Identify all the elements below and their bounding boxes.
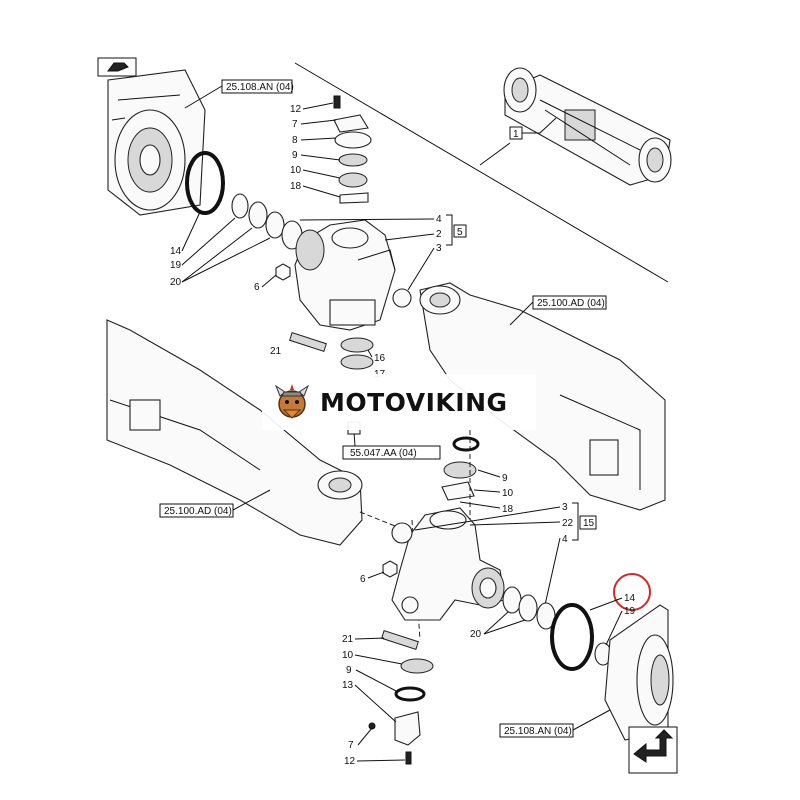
seal-ring-14-bottom — [550, 603, 594, 671]
callout-18-top: 18 — [290, 181, 302, 192]
ref-label-55047[interactable]: 55.047.AA (04) — [350, 448, 417, 459]
callout-12-bottom: 12 — [344, 756, 356, 767]
callout-6-bottom: 6 — [360, 574, 366, 585]
spacer-19-top — [231, 193, 249, 219]
bearing-16-top — [340, 337, 374, 353]
nut-6-top — [275, 263, 291, 281]
pin-21-bottom — [381, 630, 419, 650]
wheel-hub-bottom — [604, 604, 674, 741]
bearing-20b-top — [265, 211, 285, 239]
next-page-arrow-icon[interactable] — [628, 726, 678, 774]
watermark-text: MOTOVIKING — [320, 387, 508, 417]
callout-12-top: 12 — [290, 104, 302, 115]
highlight-circle-14 — [613, 573, 651, 611]
callout-9-bottom: 9 — [502, 473, 508, 484]
bushing-3-top — [392, 288, 412, 308]
callout-6-top: 6 — [254, 282, 260, 293]
callout-5-bracket: 5 — [457, 227, 463, 238]
callout-9b-bottom: 9 — [346, 665, 352, 676]
ref-label-25108-top[interactable]: 25.108.AN (04) — [226, 82, 294, 93]
callout-20-top: 20 — [170, 277, 182, 288]
callout-14-bottom: 14 — [624, 593, 636, 604]
callout-7-bottom: 7 — [348, 740, 354, 751]
kingpin-stack-top — [333, 95, 372, 204]
shim-10-bottom — [441, 481, 475, 501]
callout-10-bottom: 10 — [502, 488, 514, 499]
seal-9-bottom — [394, 686, 426, 702]
ref-box-55047[interactable] — [342, 445, 441, 460]
steering-knuckle-bottom — [391, 507, 506, 621]
pin-21-top — [289, 332, 327, 352]
steering-knuckle-top — [294, 219, 396, 331]
seal-ring-14-top — [185, 151, 225, 215]
ref-box-25108-bottom[interactable] — [499, 723, 574, 738]
callout-3-top: 3 — [436, 243, 442, 254]
callout-19-bottom: 19 — [624, 606, 636, 617]
callout-2-top: 2 — [436, 229, 442, 240]
wheel-hub-top — [107, 69, 206, 216]
axle-housing-right — [419, 282, 666, 511]
callout-7-top: 7 — [292, 119, 298, 130]
callout-21-top: 21 — [270, 346, 282, 357]
callout-14-top: 14 — [170, 246, 182, 257]
seal-17-top — [340, 354, 374, 370]
callout-21-bottom: 21 — [342, 634, 354, 645]
bearing-20a-top — [248, 201, 268, 229]
bearing-20a-bottom — [502, 586, 522, 614]
bearing-10-bottom — [400, 658, 434, 674]
callout-20-bottom: 20 — [470, 629, 482, 640]
callout-9-top: 9 — [292, 150, 298, 161]
callout-10b-bottom: 10 — [342, 650, 354, 661]
bushing-3-bottom — [391, 522, 413, 544]
callout-13-bottom: 13 — [342, 680, 354, 691]
viking-logo-icon — [274, 384, 310, 419]
ref-label-25108-bottom[interactable]: 25.108.AN (04) — [504, 726, 572, 737]
watermark-banner: MOTOVIKING — [262, 374, 536, 430]
callout-4-top: 4 — [436, 214, 442, 225]
axle-overview-image — [503, 67, 672, 186]
ref-label-25100-left[interactable]: 25.100.AD (04) — [164, 506, 232, 517]
callout-18-bottom: 18 — [502, 504, 514, 515]
bearing-20b-bottom — [518, 594, 538, 622]
callout-8-top: 8 — [292, 135, 298, 146]
nut-6-bottom — [382, 560, 398, 578]
callout-4-bottom: 4 — [562, 534, 568, 545]
bolt-12-bottom — [405, 751, 412, 765]
callout-22-bottom: 22 — [562, 518, 574, 529]
grease-fitting-7-bottom — [368, 722, 376, 730]
ref-label-25100-right[interactable]: 25.100.AD (04) — [537, 298, 605, 309]
book-icon[interactable] — [97, 57, 137, 77]
callout-15-bracket: 15 — [583, 518, 595, 529]
callout-10-top: 10 — [290, 165, 302, 176]
cap-13-bottom — [394, 711, 421, 746]
callout-19-top: 19 — [170, 260, 182, 271]
axle-housing-left — [106, 319, 363, 546]
bearing-9-bottom — [443, 461, 477, 479]
separator-line — [294, 62, 669, 283]
callout-16-top: 16 — [374, 353, 386, 364]
callout-3-bottom: 3 — [562, 502, 568, 513]
ref-box-25100-left[interactable] — [159, 503, 234, 518]
callout-1: 1 — [513, 129, 519, 140]
